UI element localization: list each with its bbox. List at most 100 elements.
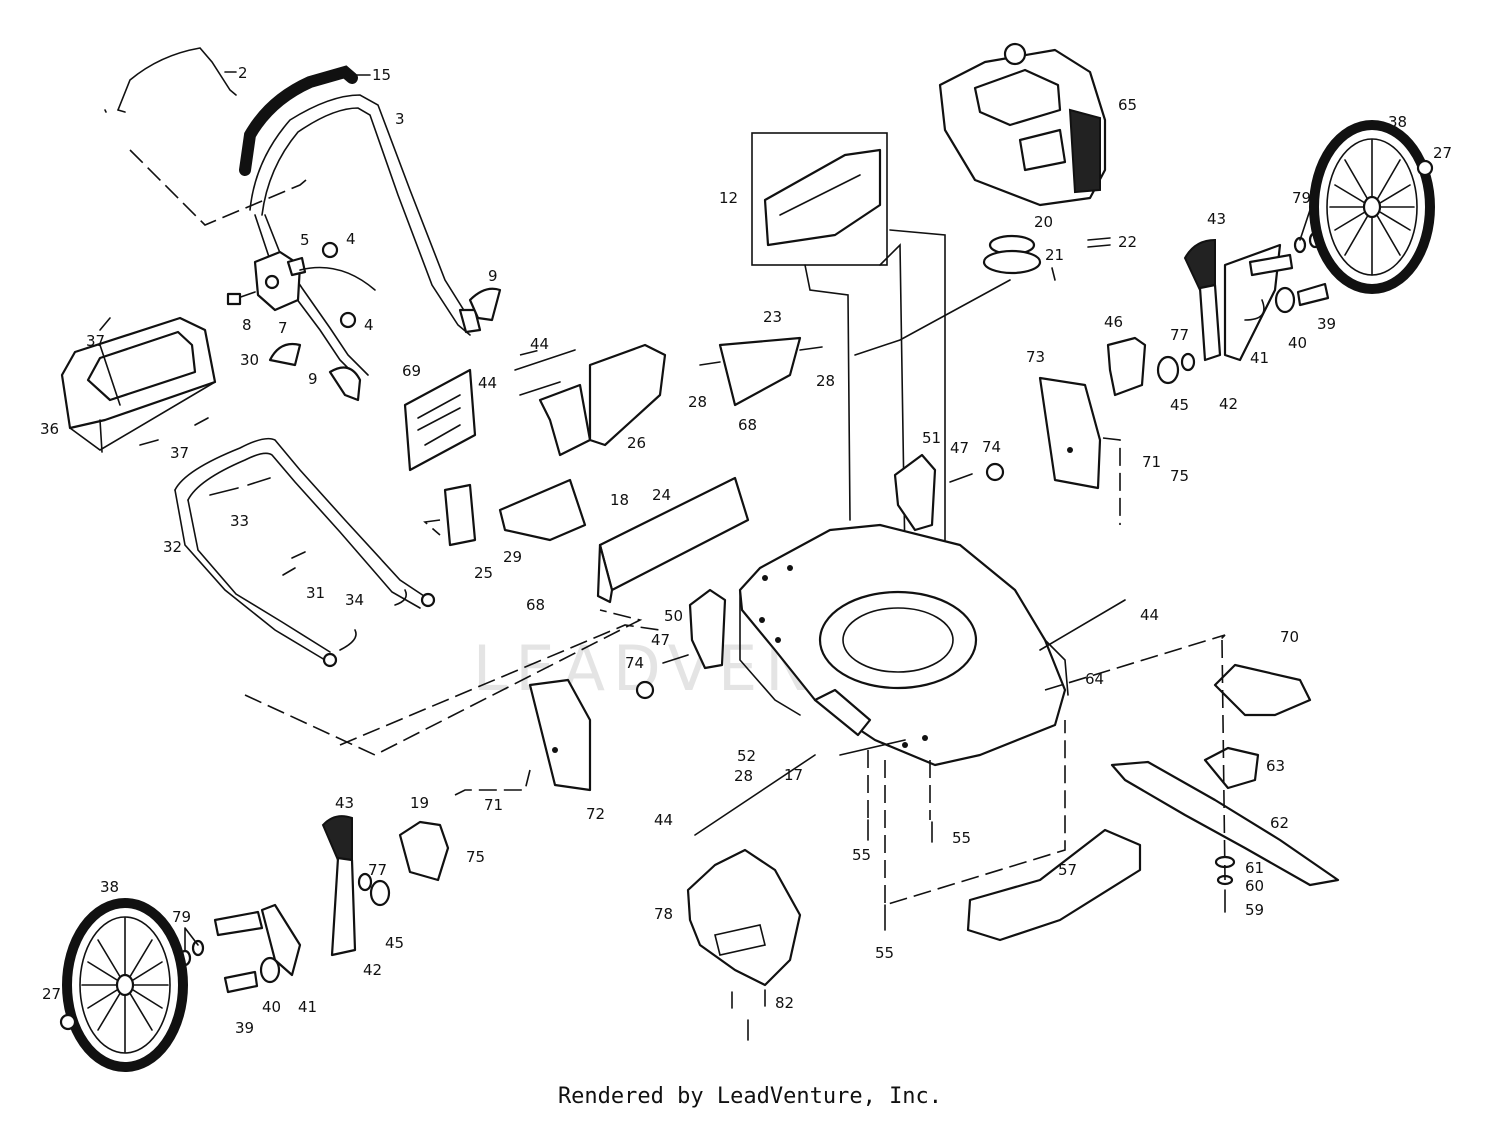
callout-41: 41 xyxy=(1250,349,1269,367)
callout-72: 72 xyxy=(586,805,605,823)
chute-door-part xyxy=(514,343,667,457)
callout-40b: 40 xyxy=(262,998,281,1016)
hubcap-part-front xyxy=(59,1013,77,1031)
callout-70: 70 xyxy=(1280,628,1299,646)
front-adjuster-part xyxy=(688,588,727,670)
callout-44d: 44 xyxy=(654,811,673,829)
callout-44: 44 xyxy=(530,335,549,353)
callout-78: 78 xyxy=(654,905,673,923)
blade-adapter-part xyxy=(1213,663,1312,717)
callout-8: 8 xyxy=(242,316,252,334)
callout-74: 74 xyxy=(982,438,1001,456)
callout-4b: 4 xyxy=(364,316,374,334)
callout-45: 45 xyxy=(1170,396,1189,414)
callout-44b: 44 xyxy=(478,374,497,392)
callout-7: 7 xyxy=(278,319,288,337)
engine-part xyxy=(938,42,1107,207)
callout-30: 30 xyxy=(240,351,259,369)
callout-28c: 28 xyxy=(734,767,753,785)
callout-38: 38 xyxy=(1388,113,1407,131)
callout-12: 12 xyxy=(719,189,738,207)
callout-43: 43 xyxy=(1207,210,1226,228)
callout-55: 55 xyxy=(852,846,871,864)
callout-47b: 47 xyxy=(651,631,670,649)
callout-24: 24 xyxy=(652,486,671,504)
callout-29: 29 xyxy=(503,548,522,566)
bag-handle-frame-part xyxy=(174,437,436,668)
callout-43b: 43 xyxy=(335,794,354,812)
pulley-part xyxy=(982,234,1042,275)
callout-61: 61 xyxy=(1245,859,1264,877)
callout-79: 79 xyxy=(1292,189,1311,207)
part-callouts: 2 15 3 5 4 4 8 7 9 9 30 37 36 37 33 32 3… xyxy=(40,64,1452,1037)
callout-50: 50 xyxy=(664,607,683,625)
callout-33: 33 xyxy=(230,512,249,530)
callout-64: 64 xyxy=(1085,670,1104,688)
callout-37: 37 xyxy=(86,332,105,350)
main-handle-part xyxy=(249,94,482,381)
callout-9: 9 xyxy=(488,267,498,285)
callout-71: 71 xyxy=(1142,453,1161,471)
callout-40: 40 xyxy=(1288,334,1307,352)
callout-9b: 9 xyxy=(308,370,318,388)
front-wheel-bracket-part xyxy=(398,820,450,882)
height-lever-part xyxy=(321,238,1222,957)
rear-wheel-part xyxy=(1309,120,1435,294)
callout-51: 51 xyxy=(922,429,941,447)
hubcap-part xyxy=(1416,159,1434,177)
blade-hub-part xyxy=(1203,746,1260,790)
callout-68b: 68 xyxy=(526,596,545,614)
callout-22: 22 xyxy=(1118,233,1137,251)
callout-2: 2 xyxy=(238,64,248,82)
footer-credit: Rendered by LeadVenture, Inc. xyxy=(557,1084,943,1109)
callout-27b: 27 xyxy=(42,985,61,1003)
axle-bracket-part xyxy=(1223,243,1282,362)
callout-74b: 74 xyxy=(625,654,644,672)
deflector-bracket-part xyxy=(498,478,587,542)
callout-69: 69 xyxy=(402,362,421,380)
callout-20: 20 xyxy=(1034,213,1053,231)
callout-59: 59 xyxy=(1245,901,1264,919)
callout-23: 23 xyxy=(763,308,782,326)
callout-60: 60 xyxy=(1245,877,1264,895)
callout-38b: 38 xyxy=(100,878,119,896)
callout-39: 39 xyxy=(1317,315,1336,333)
callout-15: 15 xyxy=(372,66,391,84)
callout-39b: 39 xyxy=(235,1019,254,1037)
callout-82: 82 xyxy=(775,994,794,1012)
callout-32: 32 xyxy=(163,538,182,556)
rear-adjuster-part xyxy=(893,453,937,532)
callout-47: 47 xyxy=(950,439,969,457)
callout-31: 31 xyxy=(306,584,325,602)
rear-baffle-part xyxy=(718,336,802,407)
discharge-shield-part xyxy=(596,476,750,604)
callout-75: 75 xyxy=(1170,467,1189,485)
callout-21: 21 xyxy=(1045,246,1064,264)
callout-71b: 71 xyxy=(484,796,503,814)
callout-44c: 44 xyxy=(1140,606,1159,624)
callout-17: 17 xyxy=(784,766,803,784)
callout-57: 57 xyxy=(1058,861,1077,879)
upper-handle-part xyxy=(117,47,307,226)
axle-plate-part xyxy=(528,376,1102,792)
callout-63: 63 xyxy=(1266,757,1285,775)
callout-55c: 55 xyxy=(875,944,894,962)
handle-knob-part xyxy=(321,241,357,329)
handle-grip-part xyxy=(239,65,358,176)
callout-68: 68 xyxy=(738,416,757,434)
mower-deck-part xyxy=(738,523,1069,767)
callout-3: 3 xyxy=(395,110,405,128)
callout-73: 73 xyxy=(1026,348,1045,366)
callout-77: 77 xyxy=(1170,326,1189,344)
callout-19: 19 xyxy=(410,794,429,812)
washer-part xyxy=(178,231,1322,984)
callout-52: 52 xyxy=(737,747,756,765)
callout-65: 65 xyxy=(1118,96,1137,114)
callout-28: 28 xyxy=(688,393,707,411)
callout-77b: 77 xyxy=(368,861,387,879)
rear-shield-part xyxy=(686,848,802,987)
callout-79b: 79 xyxy=(172,908,191,926)
callout-75b: 75 xyxy=(466,848,485,866)
